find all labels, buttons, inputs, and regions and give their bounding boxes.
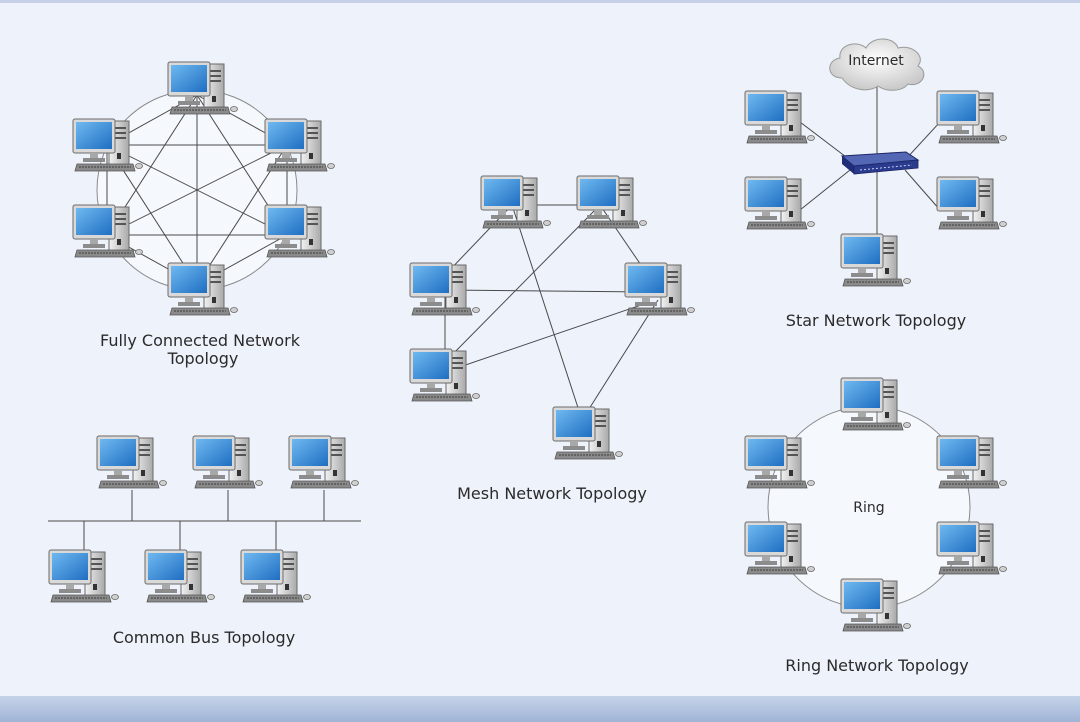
computer-icon: [96, 435, 167, 489]
mesh-caption: Mesh Network Topology: [457, 484, 647, 503]
computer-icon: [288, 435, 359, 489]
switch-icon: [840, 151, 920, 175]
bottom-bar: [0, 696, 1080, 722]
star-topology: Internet Star Network Topology: [744, 38, 1007, 330]
mesh-topology: Mesh Network Topology: [409, 175, 695, 503]
fully-connected-caption-line1: Fully Connected Network: [100, 331, 301, 350]
internet-label: Internet: [848, 53, 904, 69]
internet-cloud-icon: Internet: [829, 38, 925, 91]
computer-icon: [240, 549, 311, 603]
ring-center-label: Ring: [853, 500, 884, 516]
star-links: [799, 85, 941, 240]
computer-icon: [409, 348, 480, 402]
computer-icon: [936, 176, 1007, 230]
computer-icon: [192, 435, 263, 489]
bus-topology: Common Bus Topology: [48, 435, 361, 647]
mesh-links: [444, 204, 659, 421]
computer-icon: [48, 549, 119, 603]
bus-caption: Common Bus Topology: [113, 628, 295, 647]
computer-icon: [744, 176, 815, 230]
computer-icon: [744, 90, 815, 144]
ring-caption: Ring Network Topology: [785, 656, 968, 675]
computer-icon: [576, 175, 647, 229]
computer-icon: [840, 233, 911, 287]
fully-connected-caption-line2: Topology: [167, 349, 239, 368]
fully-connected-topology: Fully Connected Network Topology: [72, 61, 335, 368]
computer-icon: [144, 549, 215, 603]
computer-icon: [480, 175, 551, 229]
computer-icon: [552, 406, 623, 460]
computer-icon: [936, 90, 1007, 144]
star-caption: Star Network Topology: [786, 311, 966, 330]
top-border: [0, 0, 1080, 3]
ring-topology: Ring Ring Network Topology: [744, 377, 1007, 675]
bus-links: [48, 490, 361, 552]
